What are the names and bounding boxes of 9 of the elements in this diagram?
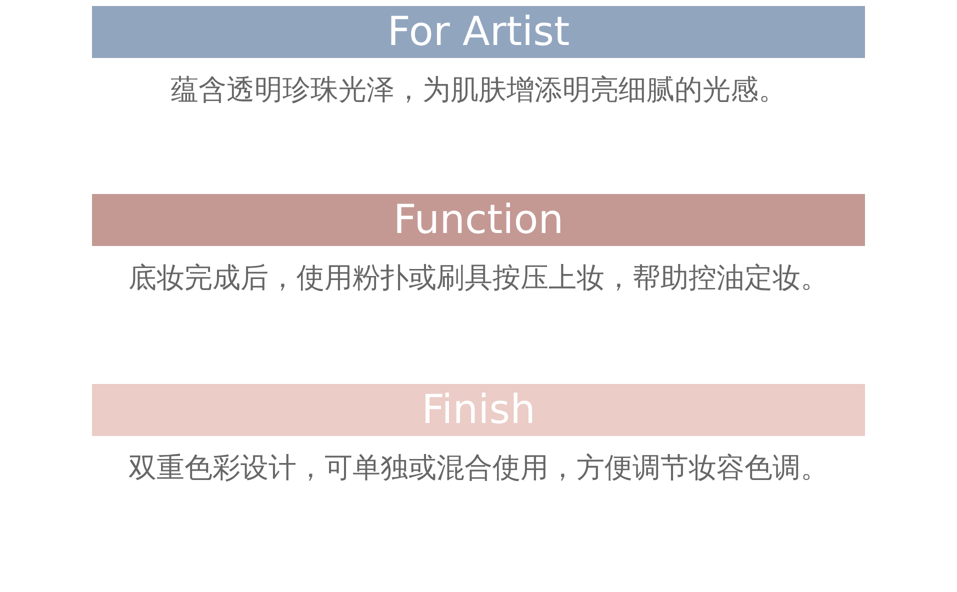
band-title: Finish: [422, 386, 536, 435]
title-band: [92, 6, 865, 58]
description-text: 蕴含透明珍珠光泽，为肌肤增添明亮细腻的光感。: [170, 72, 788, 108]
description-text: 底妆完成后，使用粉扑或刷具按压上妆，帮助控油定妆。: [128, 260, 830, 296]
band-title: Function: [393, 196, 564, 245]
band-title: For Artist: [387, 8, 570, 57]
title-band: [92, 194, 865, 246]
title-band: [92, 384, 865, 436]
description-text: 双重色彩设计，可单独或混合使用，方便调节妆容色调。: [128, 450, 830, 486]
